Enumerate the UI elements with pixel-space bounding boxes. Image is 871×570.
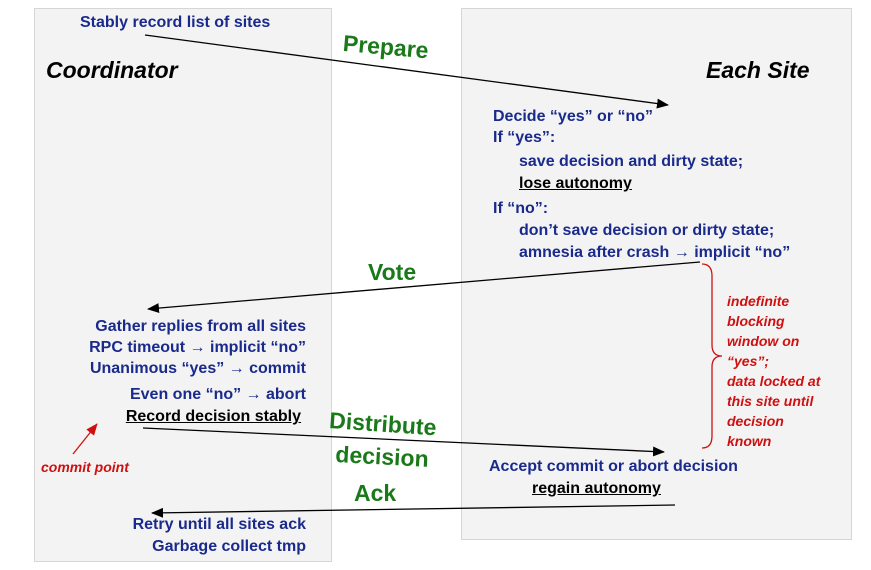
gather-text: Gather replies from all sites [95, 318, 306, 335]
blocking-note-line: “yes”; [727, 353, 770, 369]
accept-decision-text: Accept commit or abort decision [489, 458, 738, 475]
distribute-arrow [142, 427, 665, 457]
ack-arrow [151, 504, 676, 518]
blocking-note-line: indefinite [727, 293, 790, 309]
retry-text: Retry until all sites ack [132, 516, 306, 533]
blocking-window-brace [701, 263, 723, 449]
blocking-note-line: decision [727, 413, 784, 429]
decide-text: Decide “yes” or “no” [493, 108, 654, 125]
lose-autonomy-text: lose autonomy [519, 175, 632, 192]
blocking-note-line: known [727, 433, 772, 449]
regain-autonomy-text: regain autonomy [532, 480, 661, 497]
prepare-arrow [144, 34, 669, 109]
amnesia-text: amnesia after crash → implicit “no” [519, 244, 791, 261]
blocking-note-line: this site until [727, 393, 814, 409]
coordinator-panel [34, 8, 332, 562]
unanimous-text: Unanimous “yes” → commit [89, 360, 306, 377]
dont-save-text: don’t save decision or dirty state; [519, 222, 775, 239]
record-sites-text: Stably record list of sites [80, 14, 271, 31]
vote-label: Vote [368, 259, 417, 285]
save-decision-text: save decision and dirty state; [519, 153, 744, 170]
garbage-collect-text: Garbage collect tmp [152, 538, 306, 555]
each-site-header: Each Site [706, 57, 810, 83]
even-one-no-text: Even one “no” → abort [129, 386, 306, 403]
blocking-note-line: data locked at [727, 373, 821, 389]
blocking-note-line: blocking [727, 313, 785, 329]
coordinator-header: Coordinator [46, 57, 178, 83]
vote-arrow [147, 261, 701, 314]
ack-label: Ack [354, 480, 397, 506]
blocking-note-line: window on [727, 333, 800, 349]
if-no-text: If “no”: [493, 200, 549, 217]
commit-point-label: commit point [41, 459, 129, 475]
commit-point-pointer [72, 423, 98, 455]
record-decision-text: Record decision stably [125, 408, 301, 425]
if-yes-text: If “yes”: [493, 129, 556, 146]
rpc-timeout-text: RPC timeout → implicit “no” [89, 339, 306, 356]
